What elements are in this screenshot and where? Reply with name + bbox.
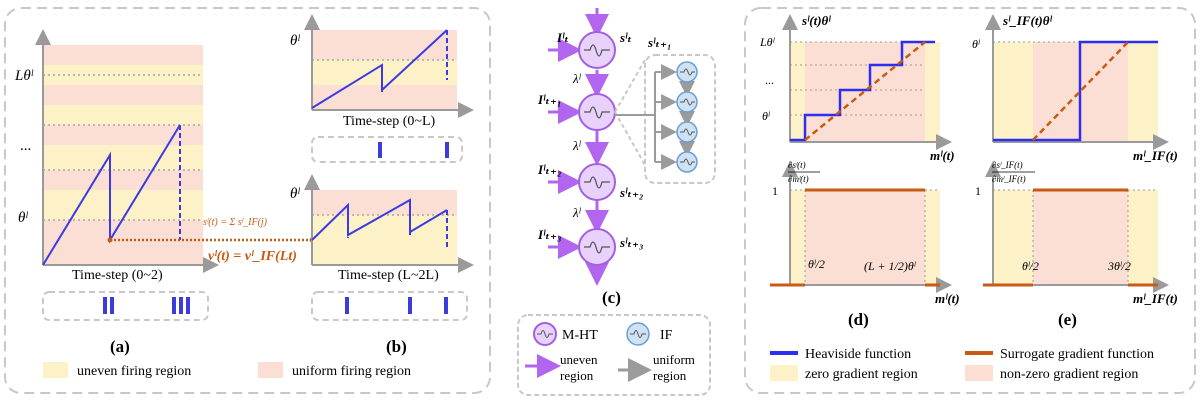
e-grad-x2: 3θˡ/2: [1107, 259, 1131, 273]
mht-node-1: [578, 31, 616, 69]
e-grad-x1: θˡ/2: [1022, 259, 1039, 273]
b-ylabel-bot: θˡ: [290, 186, 300, 202]
legend-uniform-line2: region: [653, 368, 687, 383]
panel-e: sˡ_IF(t)θˡ θˡ mˡ_IF(t) ∂sˡ_IF(t) ∂mˡ_IF(…: [972, 13, 1178, 329]
c-lambda-1: λˡ: [572, 71, 582, 86]
panel-d: sˡ(t)θˡ Lθˡ ... θˡ mˡ(t) ∂sˡ(t) ∂mˡ(t) 1…: [759, 13, 960, 329]
panel-b: θˡ Time-step (0~L) θˡ Time-step (L~2L) (…: [290, 14, 474, 356]
c-input-0: Iˡₜ: [556, 30, 569, 45]
d-grad-one: 1: [772, 184, 778, 198]
c-input-3: Iˡₜ₊₃: [537, 227, 561, 242]
d-grad-xlabel: mˡ(t): [935, 291, 960, 306]
c-lambda-3: λˡ: [572, 205, 582, 220]
c-legend-box: [517, 314, 711, 396]
a-xlabel: Time-step (0~2): [72, 268, 163, 283]
d-ytick-top: Lθˡ: [759, 35, 776, 49]
a-ylabel-bot: θˡ: [18, 210, 28, 226]
if-node-3: [676, 121, 698, 143]
if-zoom-box: [644, 54, 716, 184]
if-node-4: [676, 151, 698, 173]
c-output-2: sˡₜ₊₂: [619, 185, 643, 200]
legend-mht-label: M-HT: [562, 328, 598, 343]
a-ylabel-top: Lθˡ: [14, 68, 34, 84]
left-frame: [4, 7, 491, 394]
right-frame: [744, 7, 1196, 394]
a-tag: (a): [110, 337, 130, 356]
legend-uneven-label: uneven firing region: [77, 364, 191, 379]
e-tag: (e): [1058, 310, 1077, 329]
legend-right: Heaviside function Surrogate gradient fu…: [770, 347, 1154, 382]
e-ytitle: sˡ_IF(t)θˡ: [1002, 13, 1053, 28]
d-xlabel: mˡ(t): [930, 148, 955, 163]
a-eq-v: vˡ(t) = vˡ_IF(Lt): [208, 249, 297, 264]
d-tag: (d): [848, 310, 869, 329]
e-grad-num: ∂sˡ_IF(t): [992, 160, 1023, 170]
d-grad-x1: θˡ/2: [808, 257, 825, 271]
legend-heaviside-label: Heaviside function: [805, 347, 911, 362]
a-ylabel-mid: ...: [20, 138, 31, 154]
legend-nonzero-label: non-zero gradient region: [1000, 367, 1138, 382]
e-ytick: θˡ: [972, 37, 981, 51]
panel-a: Lθˡ ... θˡ Time-step (0~2) (a) sˡ(t) = Σ…: [14, 29, 315, 356]
d-grad-den: ∂mˡ(t): [788, 174, 809, 184]
e-grad-den: ∂mˡ_IF(t): [992, 174, 1026, 184]
e-grad-one: 1: [975, 184, 981, 198]
legend-uneven-line1: uneven: [560, 352, 598, 367]
c-lambda-2: λˡ: [572, 138, 582, 153]
c-input-1: Iˡₜ₊₁: [537, 92, 561, 107]
b-xlabel-top: Time-step (0~L): [343, 114, 436, 129]
c-input-2: Iˡₜ₊₂: [537, 162, 561, 177]
c-output-3: sˡₜ₊₃: [619, 235, 643, 250]
d-ytick-mid: ...: [765, 73, 774, 87]
b-ylabel-top: θˡ: [290, 33, 300, 49]
d-ytick-bot: θˡ: [762, 109, 771, 123]
mht-node-4: [578, 228, 616, 266]
c-tag: (c): [602, 288, 621, 307]
c-box-label: sˡₜ₊₁: [647, 35, 671, 50]
panel-c: Iˡₜ Iˡₜ₊₁ Iˡₜ₊₂ Iˡₜ₊₃ sˡₜ sˡₜ₊₂ sˡₜ₊₃ λˡ…: [517, 8, 716, 396]
legend-if-label: IF: [660, 328, 673, 343]
d-ytitle: sˡ(t)θˡ: [801, 13, 831, 28]
b-xlabel-bot: Time-step (L~2L): [338, 268, 439, 283]
e-xlabel: mˡ_IF(t): [1133, 148, 1178, 163]
if-node-1: [676, 61, 698, 83]
legend-surrogate-label: Surrogate gradient function: [1000, 347, 1154, 362]
legend-uneven-line2: region: [560, 368, 594, 383]
legend-left: uneven firing region uniform firing regi…: [43, 362, 411, 379]
mht-node-3: [578, 163, 616, 201]
e-grad-xlabel: mˡ_IF(t): [1133, 291, 1178, 306]
legend-zero-label: zero gradient region: [805, 367, 918, 382]
d-grad-num: ∂sˡ(t): [788, 160, 806, 170]
b-tag: (b): [386, 337, 407, 356]
if-node-2: [676, 91, 698, 113]
legend-uniform-label: uniform firing region: [292, 364, 411, 379]
a-eq-sum: sˡ(t) = Σ sˡ_IF(j): [203, 217, 268, 228]
legend-uniform-line1: uniform: [653, 352, 695, 367]
d-grad-x2: (L + 1/2)θˡ: [864, 259, 917, 273]
c-output-0: sˡₜ: [619, 30, 632, 45]
